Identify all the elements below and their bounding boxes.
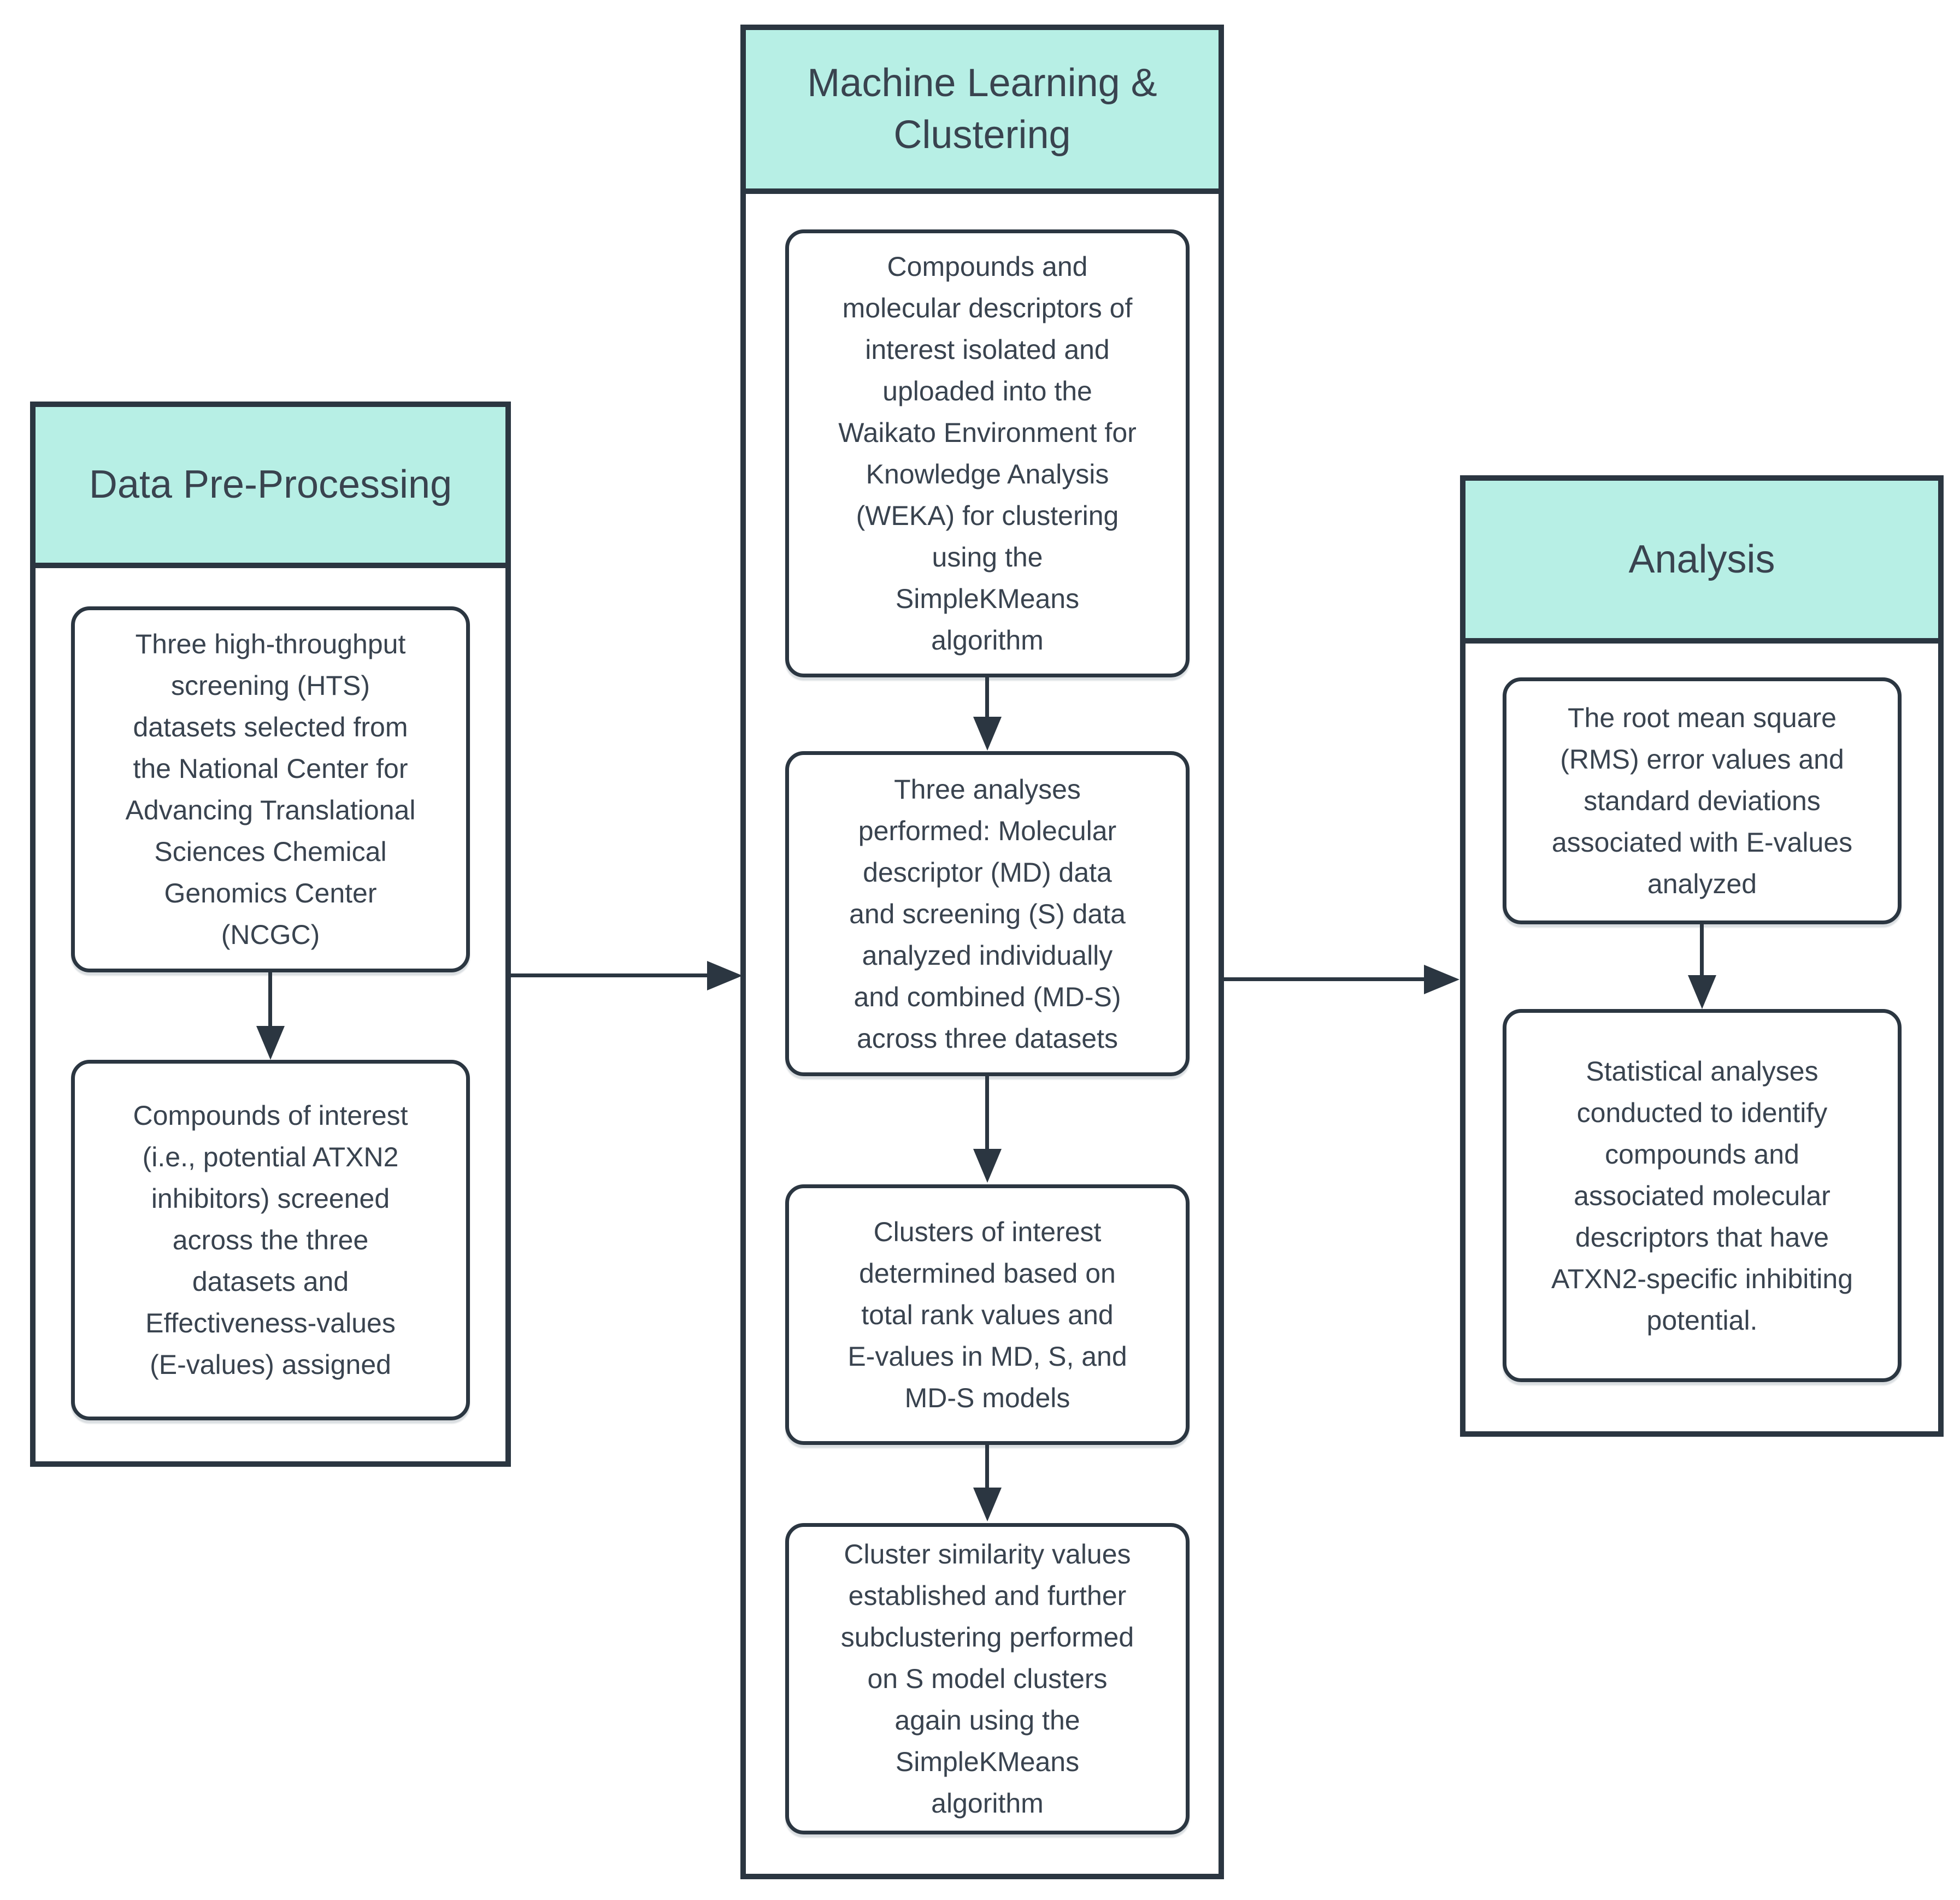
column-data-pre-processing: Data Pre-Processing Three high-throughpu…: [30, 402, 511, 1467]
flow-step-box-compounds-of-interest: Compounds of interest (i.e., potential A…: [71, 1060, 470, 1420]
flow-step-box-weka-upload: Compounds and molecular descriptors of i…: [785, 229, 1190, 677]
arrow-down-icon: [973, 1149, 1002, 1183]
column-header-label: Data Pre-Processing: [89, 463, 452, 506]
column-analysis: Analysis The root mean square (RMS) erro…: [1460, 475, 1944, 1437]
arrow-down-icon: [256, 1026, 285, 1060]
column-header-label: Analysis: [1628, 537, 1775, 581]
connector-line-middle-to-right: [1224, 977, 1425, 981]
flow-step-text: Compounds and molecular descriptors of i…: [838, 251, 1137, 656]
flow-step-box-clusters-of-interest: Clusters of interest determined based on…: [785, 1184, 1190, 1445]
connector-line-middle-1: [985, 677, 989, 719]
column-header-machine-learning-clustering: Machine Learning & Clustering: [746, 30, 1219, 194]
arrow-down-icon: [1688, 975, 1716, 1009]
connector-line-middle-2: [985, 1075, 989, 1151]
flow-step-text: Three analyses performed: Molecular desc…: [849, 774, 1126, 1054]
flow-step-text: Clusters of interest determined based on…: [847, 1216, 1127, 1413]
connector-line-middle-3: [985, 1445, 989, 1490]
column-machine-learning-clustering: Machine Learning & Clustering Compounds …: [740, 25, 1224, 1879]
flow-step-text: The root mean square (RMS) error values …: [1551, 703, 1853, 899]
arrow-right-icon: [1424, 965, 1459, 994]
column-header-data-pre-processing: Data Pre-Processing: [36, 407, 505, 568]
connector-line-left-to-middle: [511, 973, 709, 977]
column-header-label: Machine Learning & Clustering: [807, 61, 1157, 157]
flow-step-box-hts-datasets: Three high-throughput screening (HTS) da…: [71, 606, 470, 972]
flow-step-text: Statistical analyses conducted to identi…: [1551, 1055, 1853, 1336]
connector-line-right-1: [1700, 924, 1704, 977]
flow-step-text: Compounds of interest (i.e., potential A…: [133, 1100, 408, 1380]
arrow-down-icon: [973, 717, 1002, 751]
column-header-analysis: Analysis: [1465, 481, 1938, 644]
flow-step-text: Three high-throughput screening (HTS) da…: [125, 629, 416, 950]
arrow-down-icon: [973, 1488, 1002, 1521]
flow-step-box-three-analyses: Three analyses performed: Molecular desc…: [785, 751, 1190, 1076]
arrow-right-icon: [707, 961, 743, 990]
connector-line-left-1: [268, 972, 272, 1028]
flow-step-box-cluster-similarity: Cluster similarity values established an…: [785, 1523, 1190, 1834]
flow-step-text: Cluster similarity values established an…: [840, 1539, 1134, 1819]
flow-step-box-statistical-analyses: Statistical analyses conducted to identi…: [1503, 1009, 1902, 1382]
flow-step-box-rms-error: The root mean square (RMS) error values …: [1503, 677, 1902, 924]
